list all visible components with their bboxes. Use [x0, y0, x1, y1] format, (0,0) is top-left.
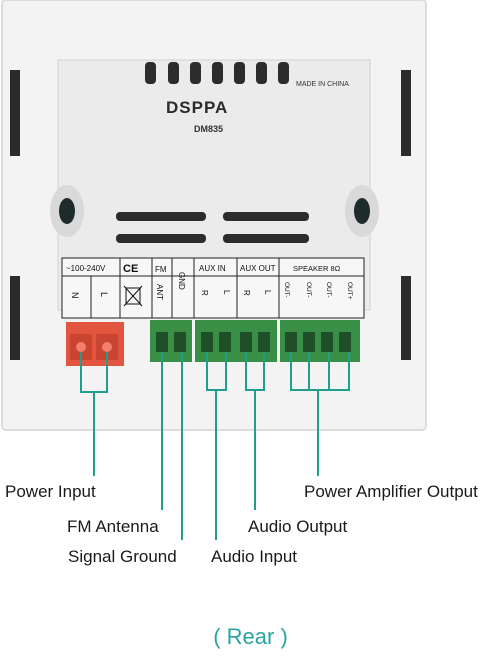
- side-clip-left-bottom: [10, 276, 20, 360]
- gnd-label: GND: [177, 272, 186, 290]
- callout-audio-output: Audio Output: [248, 517, 348, 536]
- aux-in-r-label: R: [200, 290, 209, 296]
- callout-power-amplifier-output: Power Amplifier Output: [304, 482, 478, 501]
- model-label: DM835: [194, 124, 223, 134]
- screw-hole-left-inner: [59, 198, 75, 224]
- power-terminal: [66, 322, 124, 366]
- out-minus-label-2: OUT-: [305, 282, 312, 298]
- view-label-rear: ( Rear ): [213, 624, 288, 649]
- l-label: L: [99, 292, 109, 297]
- terminal-sockets: [156, 332, 351, 352]
- out-minus-label-3: OUT-: [325, 282, 332, 298]
- aux-out-label: AUX OUT: [240, 264, 276, 273]
- ce-mark: CE: [123, 263, 138, 275]
- weee-bin-icon: [123, 285, 143, 307]
- voltage-label: ~100-240V: [66, 264, 106, 273]
- out-plus-label: OUT+: [346, 282, 353, 300]
- aux-in-l-label: L: [222, 290, 231, 295]
- side-clip-right-bottom: [401, 276, 411, 360]
- callout-signal-ground: Signal Ground: [68, 547, 177, 566]
- aux-out-l-label: L: [263, 290, 272, 295]
- side-clip-right-top: [401, 70, 411, 156]
- out-minus-label-1: OUT-: [283, 282, 290, 298]
- aux-out-r-label: R: [242, 290, 251, 296]
- fm-label: FM: [155, 265, 167, 274]
- side-clip-left-top: [10, 70, 20, 156]
- callout-fm-antenna: FM Antenna: [67, 517, 159, 536]
- callout-power-input: Power Input: [5, 482, 96, 501]
- device-rear-panel: MADE IN CHINA DSPPA DM835 ~100-240V CE F…: [1, 0, 427, 431]
- ant-label: ANT: [155, 284, 164, 300]
- n-label: N: [70, 292, 80, 299]
- callout-audio-input: Audio Input: [211, 547, 298, 566]
- made-in-label: MADE IN CHINA: [296, 81, 349, 88]
- aux-in-label: AUX IN: [199, 264, 226, 273]
- middle-vents: [116, 212, 309, 243]
- top-vents: [145, 62, 289, 84]
- screw-hole-right-inner: [354, 198, 370, 224]
- brand-logo: DSPPA: [166, 98, 228, 117]
- terminal-label-strip: [61, 257, 365, 319]
- speaker-label: SPEAKER 8Ω: [293, 264, 341, 273]
